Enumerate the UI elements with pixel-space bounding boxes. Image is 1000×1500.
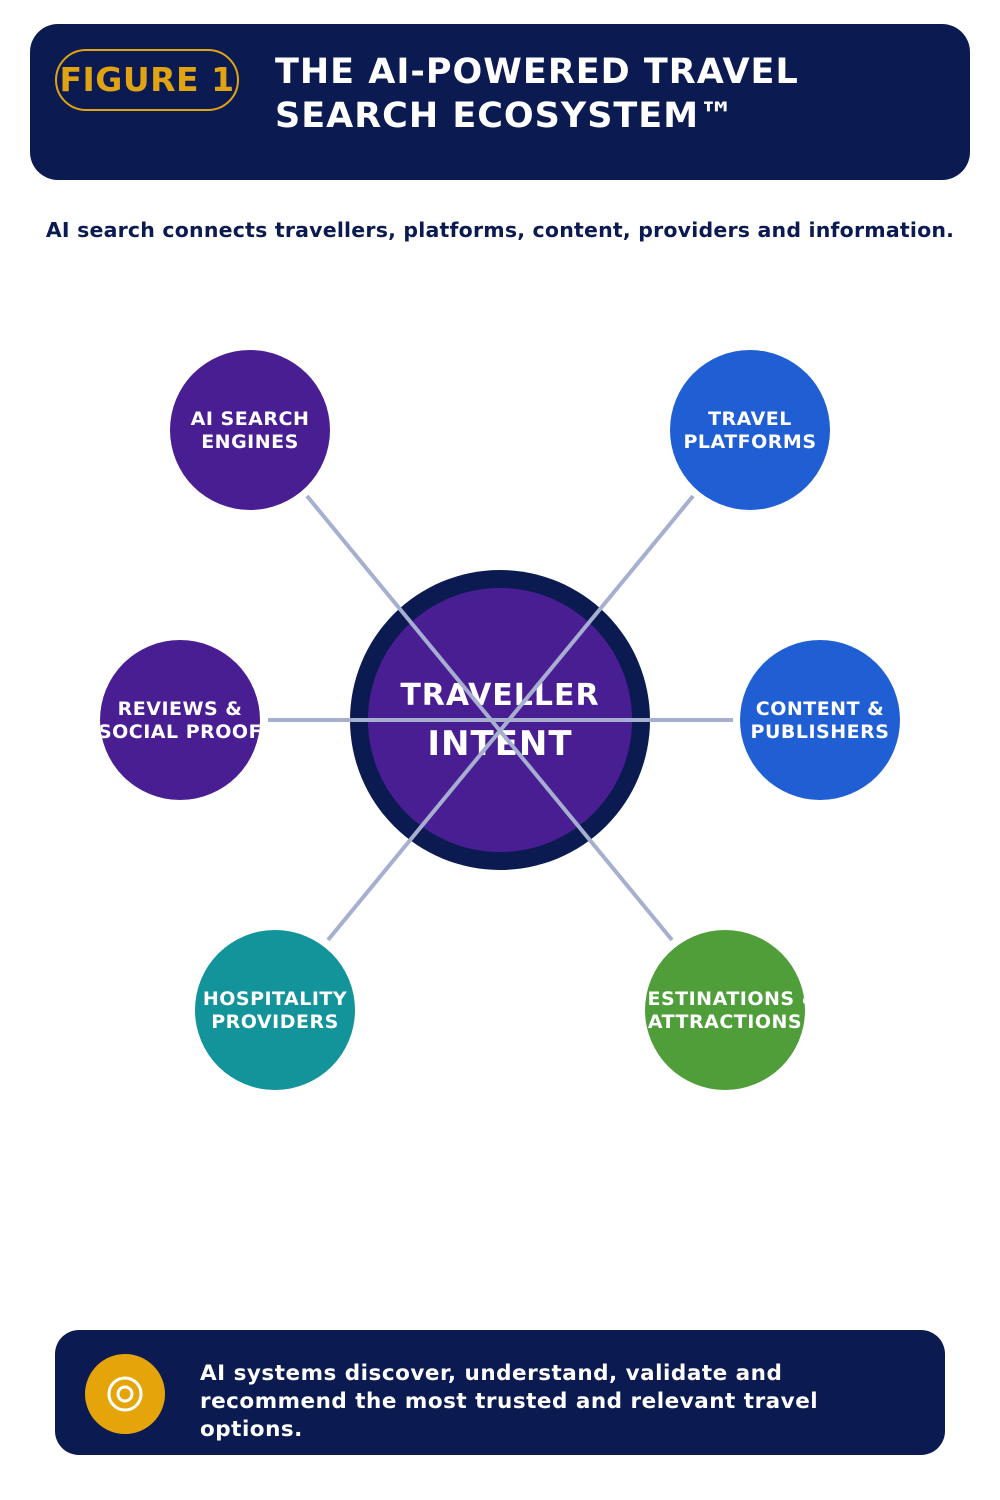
node-label-line: PUBLISHERS: [751, 721, 890, 743]
footer-banner: AI systems discover, understand, validat…: [55, 1330, 945, 1455]
header-banner: FIGURE 1 THE AI-POWERED TRAVEL SEARCH EC…: [30, 24, 970, 180]
page-title: THE AI-POWERED TRAVEL SEARCH ECOSYSTEM™: [275, 52, 799, 136]
node-label-line: PLATFORMS: [683, 431, 816, 453]
subtitle: AI search connects travellers, platforms…: [45, 218, 955, 242]
node-label-line: CONTENT &: [756, 698, 884, 720]
node-circle: [100, 640, 260, 800]
footer-text: AI systems discover, understand, validat…: [200, 1361, 819, 1442]
node-label-line: PROVIDERS: [211, 1011, 339, 1033]
target-icon: [85, 1354, 165, 1434]
node-circle: [740, 640, 900, 800]
node-circle: [195, 930, 355, 1090]
node-content-publishers: CONTENT &PUBLISHERS: [740, 640, 900, 800]
node-circle: [670, 350, 830, 510]
node-circle: [645, 930, 805, 1090]
node-destinations-attractions: DESTINATIONS &ATTRACTIONS: [631, 930, 819, 1090]
node-label-line: HOSPITALITY: [203, 988, 347, 1010]
node-label-line: SOCIAL PROOF: [98, 721, 262, 743]
node-label-line: REVIEWS &: [118, 698, 243, 720]
node-label-line: ENGINES: [201, 431, 299, 453]
node-circle: [170, 350, 330, 510]
figure-badge: FIGURE 1: [55, 49, 239, 111]
center-label-line1: TRAVELLER: [400, 678, 599, 713]
node-label-line: ATTRACTIONS: [648, 1011, 802, 1033]
node-label-line: AI SEARCH: [191, 408, 310, 430]
node-label-line: DESTINATIONS &: [631, 988, 819, 1010]
node-reviews-social-proof: REVIEWS &SOCIAL PROOF: [98, 640, 262, 800]
node-label-line: TRAVEL: [708, 408, 792, 430]
